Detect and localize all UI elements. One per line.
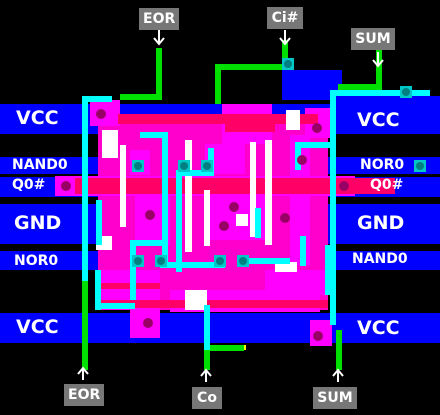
- nor0-label-left: NOR0: [14, 253, 59, 269]
- pin-eor-top: EOR: [139, 8, 179, 30]
- q0b-label-left: Q0#: [12, 177, 46, 193]
- arrow-sum-top: [372, 52, 384, 68]
- vcc-label-right-top: VCC: [357, 109, 400, 131]
- arrow-sum-bottom: [332, 368, 344, 382]
- nor0-label-right: NOR0: [360, 157, 405, 173]
- vcc-label-right-bottom: VCC: [357, 317, 400, 339]
- poly-gates: [96, 110, 300, 350]
- gnd-label-right: GND: [357, 212, 405, 234]
- pin-arrows: [77, 30, 384, 382]
- arrow-ci-top: [279, 30, 291, 46]
- arrow-eor-top: [153, 30, 165, 46]
- vcc-label-left-bottom: VCC: [16, 316, 59, 338]
- gnd-label-left: GND: [14, 212, 62, 234]
- pin-co-bottom: Co: [192, 387, 222, 409]
- q0b-label-right: Q0#: [370, 177, 404, 193]
- arrow-co-bottom: [200, 368, 212, 382]
- nand0-label-left: NAND0: [12, 157, 68, 173]
- pin-ci-top: Ci#: [267, 7, 303, 29]
- nand0-label-right: NAND0: [352, 251, 408, 267]
- pin-sum-bottom: SUM: [313, 387, 357, 409]
- vcc-label-left-top: VCC: [16, 107, 59, 129]
- metal-block-right-upper: [335, 96, 440, 106]
- arrow-eor-bottom: [77, 366, 89, 380]
- contacts: [61, 58, 426, 341]
- pin-sum-top: SUM: [351, 28, 395, 50]
- pin-eor-bottom: EOR: [64, 384, 104, 406]
- vcc-rail-bottom: [0, 313, 440, 343]
